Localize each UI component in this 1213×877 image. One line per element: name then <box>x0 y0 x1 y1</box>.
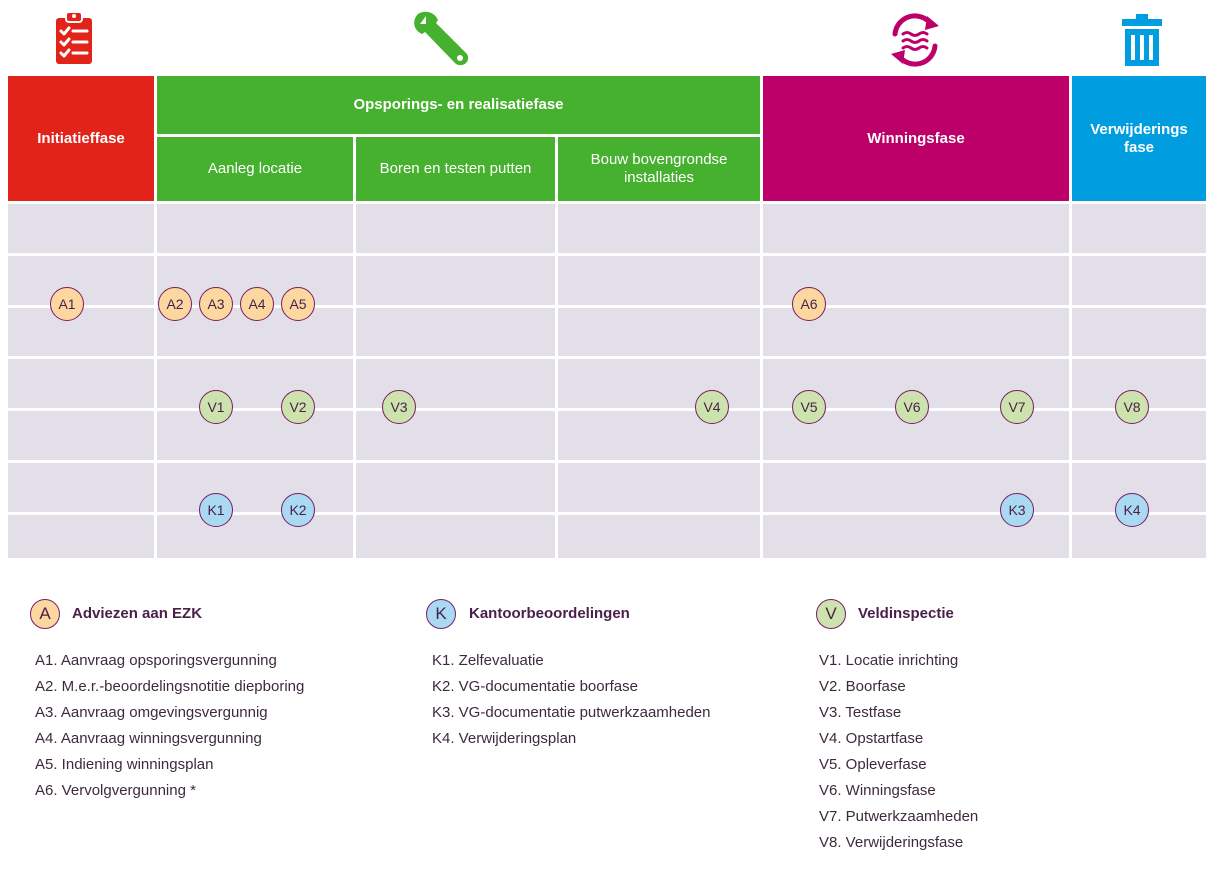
kantoor-bubble-k3: K3 <box>1000 493 1034 527</box>
subphase-boren: Boren en testen putten <box>356 137 555 201</box>
grid-divider <box>1069 204 1072 558</box>
legend-advies-item: A3. Aanvraag omgevingsvergunnig <box>35 704 268 721</box>
legend-veld-item: V1. Locatie inrichting <box>819 652 959 669</box>
advies-bubble-a4: A4 <box>240 287 274 321</box>
legend-veld-marker: V <box>816 599 846 629</box>
veld-bubble-v7: V7 <box>1000 390 1034 424</box>
subphase-bouw-label-line1: Bouw bovengrondse <box>590 151 728 168</box>
legend-kantoor-item: K3. VG-documentatie putwerkzaamheden <box>432 704 711 721</box>
advies-bubble-a6: A6 <box>792 287 826 321</box>
legend-veld-list: V1. Locatie inrichting V2. Boorfase V3. … <box>819 648 978 856</box>
phase-winning-label: Winningsfase <box>867 129 965 147</box>
kantoor-bubble-k4: K4 <box>1115 493 1149 527</box>
veld-bubble-v4: V4 <box>695 390 729 424</box>
grid-row-divider <box>8 460 1206 463</box>
grid-divider <box>353 204 356 558</box>
phase-initiatie-label: Initiatieffase <box>37 129 125 147</box>
legend-advies-marker: A <box>30 599 60 629</box>
legend-advies-list: A1. Aanvraag opsporingsvergunning A2. M.… <box>35 648 304 804</box>
grid-divider <box>760 204 763 558</box>
legend-advies-title: Adviezen aan EZK <box>72 605 203 622</box>
legend-advies-item: A4. Aanvraag winningsvergunning <box>35 730 262 747</box>
veld-bubble-v6: V6 <box>895 390 929 424</box>
subphase-aanleg-label: Aanleg locatie <box>207 160 303 177</box>
veld-bubble-v5: V5 <box>792 390 826 424</box>
grid-row-divider <box>8 408 1206 411</box>
grid-row-divider <box>8 356 1206 359</box>
phase-verwijdering-label-line1: Verwijderings <box>1090 120 1188 138</box>
advies-bubble-a1: A1 <box>50 287 84 321</box>
subphase-boren-label: Boren en testen putten <box>379 160 532 177</box>
legend-veld-item: V4. Opstartfase <box>819 730 924 747</box>
legend-veld-item: V6. Winningsfase <box>819 782 936 799</box>
subphase-bouw-label-line2: installaties <box>623 169 695 186</box>
legend-advies-item: A1. Aanvraag opsporingsvergunning <box>35 652 277 669</box>
legend-kantoor-list: K1. Zelfevaluatie K2. VG-documentatie bo… <box>432 648 711 752</box>
advies-bubble-a5: A5 <box>281 287 315 321</box>
legend-veld-title: Veldinspectie <box>858 605 954 622</box>
grid-divider <box>154 204 157 558</box>
legend-veld-item: V7. Putwerkzaamheden <box>819 808 979 825</box>
clipboard-checklist-icon <box>56 11 92 64</box>
phase-winning: Winningsfase <box>763 76 1069 201</box>
legend-advies-item: A2. M.e.r.-beoordelingsnotitie diepborin… <box>35 678 305 695</box>
veld-bubble-v2: V2 <box>281 390 315 424</box>
veld-bubble-v3: V3 <box>382 390 416 424</box>
phase-verwijdering: Verwijderings fase <box>1072 76 1206 201</box>
legend-kantoor-item: K2. VG-documentatie boorfase <box>432 678 638 695</box>
phase-opsporing-label: Opsporings- en realisatiefase <box>353 96 564 113</box>
grid-row-divider <box>8 305 1206 308</box>
legend-kantoor-title: Kantoorbeoordelingen <box>469 605 630 622</box>
kantoor-bubble-k1: K1 <box>199 493 233 527</box>
phase-opsporing: Opsporings- en realisatiefase <box>157 76 760 134</box>
legend-kantoor-item: K4. Verwijderingsplan <box>432 730 577 747</box>
wrench-icon <box>414 11 469 66</box>
circular-arrows-water-icon <box>891 13 939 67</box>
phase-initiatie: Initiatieffase <box>8 76 154 201</box>
legend-veld-item: V3. Testfase <box>819 704 902 721</box>
advies-bubble-a2: A2 <box>158 287 192 321</box>
veld-bubble-v8: V8 <box>1115 390 1149 424</box>
legend-kantoor-item: K1. Zelfevaluatie <box>432 652 544 669</box>
legend-veld-item: V2. Boorfase <box>819 678 906 695</box>
legend-advies-item: A5. Indiening winningsplan <box>35 756 214 773</box>
veld-bubble-v1: V1 <box>199 390 233 424</box>
trash-bin-icon <box>1122 14 1162 66</box>
legend-veld-item: V5. Opleverfase <box>819 756 927 773</box>
legend-veld-item: V8. Verwijderingsfase <box>819 834 964 851</box>
grid-divider <box>555 204 558 558</box>
legend-advies-item: A6. Vervolgvergunning * <box>35 782 196 799</box>
legend-kantoor-marker: K <box>426 599 456 629</box>
advies-bubble-a3: A3 <box>199 287 233 321</box>
subphase-aanleg: Aanleg locatie <box>157 137 353 201</box>
grid-row-divider <box>8 253 1206 256</box>
subphase-bouw: Bouw bovengrondse installaties <box>558 137 760 201</box>
grid-row-divider <box>8 512 1206 515</box>
phase-verwijdering-label-line2: fase <box>1123 138 1155 156</box>
kantoor-bubble-k2: K2 <box>281 493 315 527</box>
